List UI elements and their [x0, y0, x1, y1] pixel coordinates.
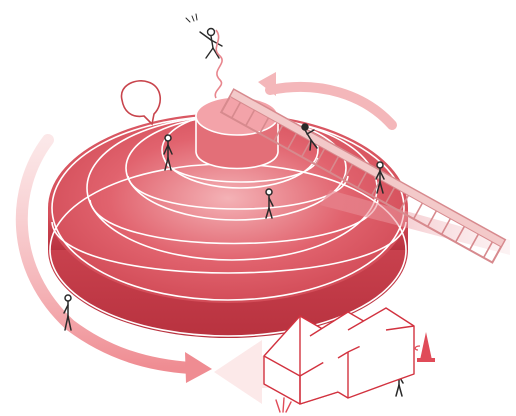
circular-arrow-icon-left — [15, 134, 212, 383]
cone-icon — [414, 332, 435, 362]
ladder-shadow — [320, 190, 510, 255]
person-icon-top — [185, 13, 223, 59]
house-icon — [263, 307, 415, 405]
person-icon-ladder-climber — [301, 123, 318, 151]
ladder-icon — [219, 88, 507, 264]
platform — [48, 96, 408, 338]
grass-tuft — [275, 397, 292, 413]
person-icon-terrace-center — [265, 188, 274, 219]
person-icon-terrace-left — [163, 134, 173, 171]
circular-arrow-icon-top — [258, 72, 397, 130]
rope — [214, 29, 223, 99]
person-icon-ladder-right — [375, 161, 385, 194]
speech-bubble-icon — [120, 80, 161, 126]
person-icon-bottom-left — [63, 294, 72, 331]
